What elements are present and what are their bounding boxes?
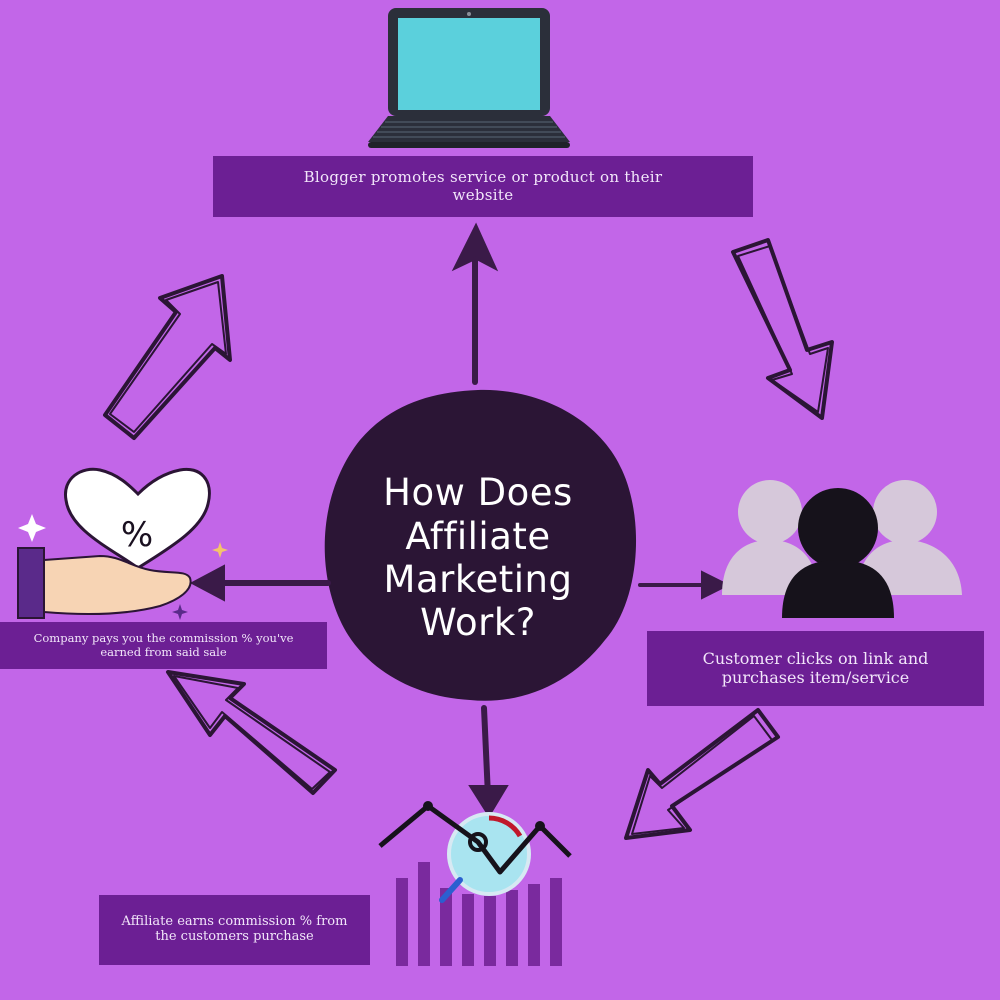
outline-arrow-company-to-blogger: [103, 274, 232, 440]
center-title: How Does Affiliate Marketing Work?: [333, 448, 623, 668]
step-customer-box: Customer clicks on link and purchases it…: [647, 631, 984, 706]
arrow-center-to-company: [189, 564, 331, 602]
growth-chart-icon: [378, 801, 572, 966]
hand-heart-percent-icon: %: [17, 467, 228, 620]
laptop-icon: [368, 8, 570, 148]
step-company-box: Company pays you the commission % you've…: [0, 622, 327, 669]
arrow-center-to-affiliate: [468, 705, 509, 818]
step-company-text: Company pays you the commission % you've…: [33, 631, 294, 659]
outline-arrow-blogger-to-customer: [731, 238, 834, 420]
outline-arrow-affiliate-to-company: [166, 670, 337, 795]
center-circle: [324, 389, 637, 701]
center-title-text: How Does Affiliate Marketing Work?: [383, 471, 573, 645]
step-affiliate-text: Affiliate earns commission % from the cu…: [121, 914, 348, 944]
step-blogger-text: Blogger promotes service or product on t…: [303, 168, 663, 204]
step-blogger-box: Blogger promotes service or product on t…: [213, 156, 753, 217]
outline-arrow-customer-to-affiliate: [624, 708, 780, 840]
step-customer-text: Customer clicks on link and purchases it…: [702, 649, 929, 687]
percent-symbol: %: [121, 515, 153, 555]
people-icon: [722, 480, 962, 618]
step-affiliate-box: Affiliate earns commission % from the cu…: [99, 895, 370, 965]
arrow-center-to-customer: [638, 570, 731, 600]
arrow-center-to-blogger: [451, 222, 499, 385]
